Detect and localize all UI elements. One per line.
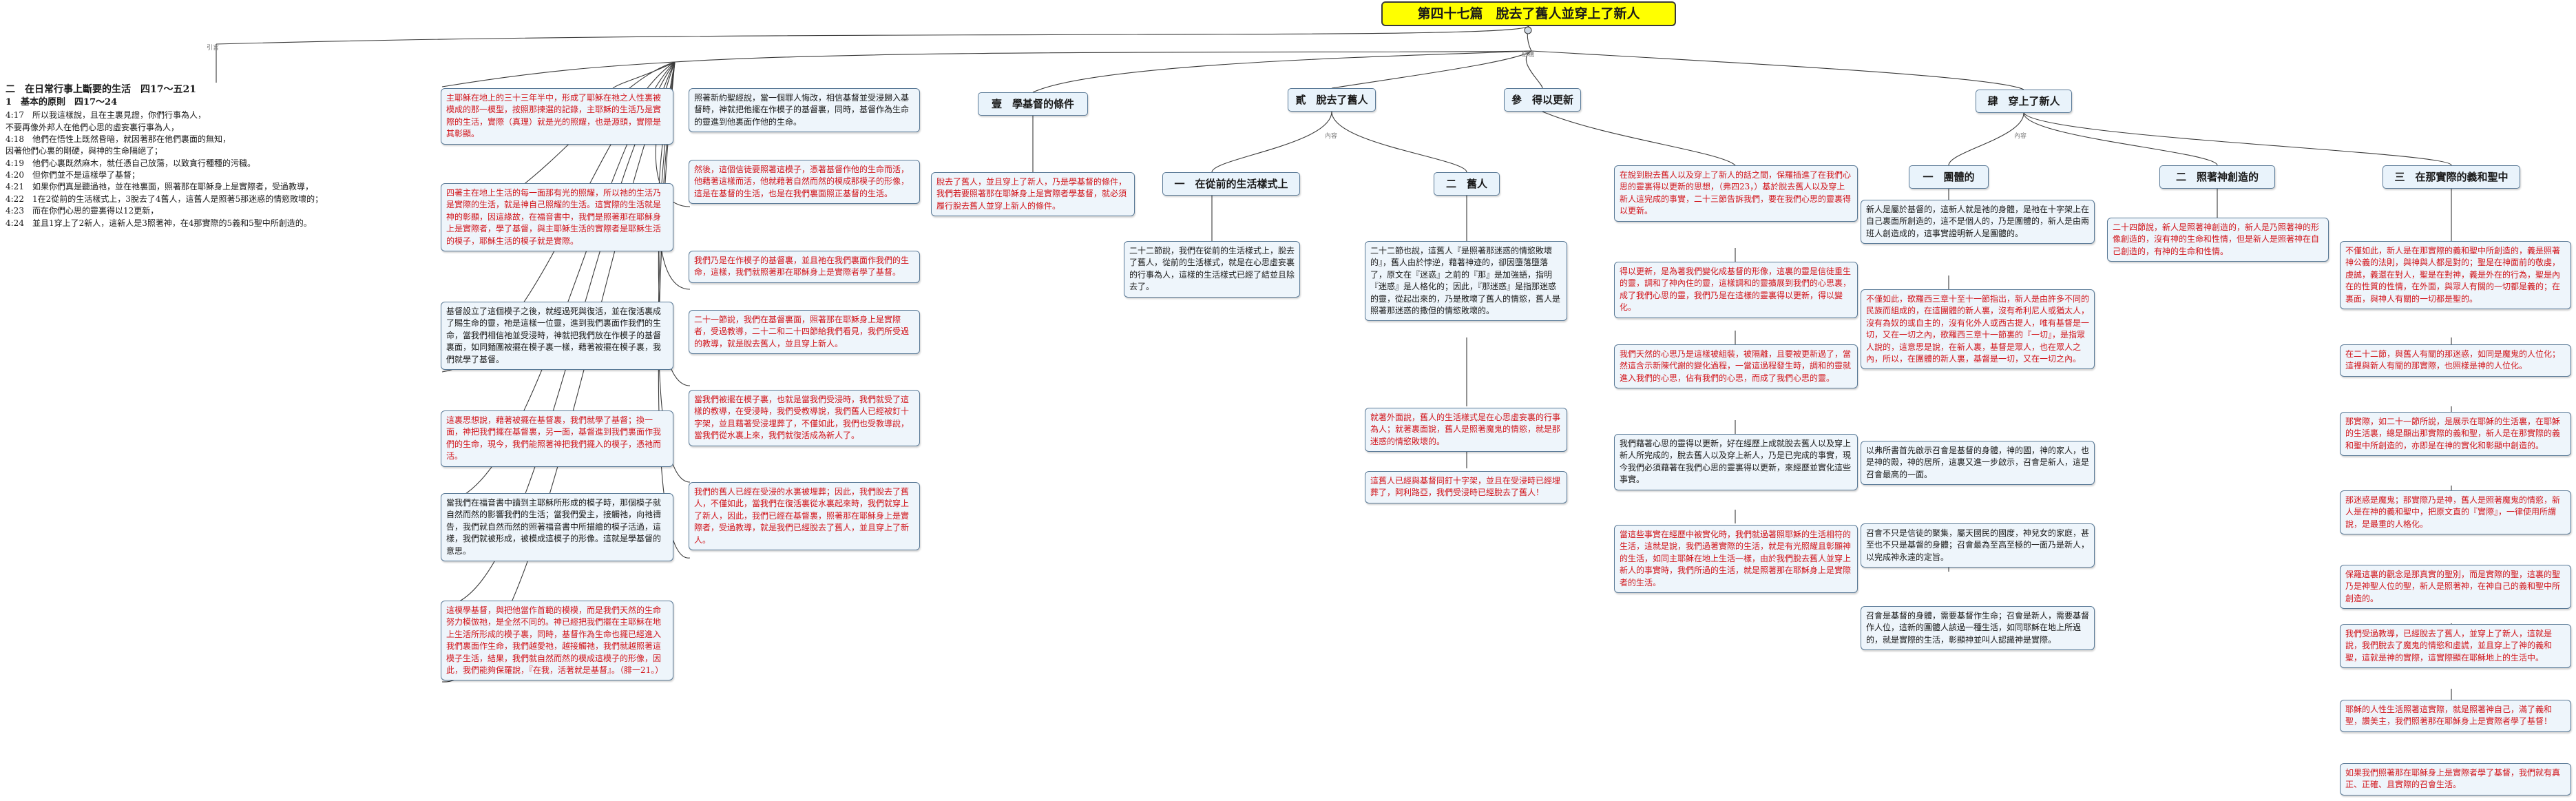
verse-line: 4:23 而在你們心思的靈裏得以12更新， [6,206,159,216]
note-text: 這模學基督，與把他當作首範的模模，而是我們天然的生命努力模倣祂，是全然不同的。神… [446,605,664,675]
note-text: 不僅如此，歌羅西三章十至十一節指出，新人是由許多不同的民族而組成的，在這團體的新… [1866,294,2090,364]
note-node[interactable]: 在二十二節，與舊人有關的那迷惑，如同是魔鬼的人位化；這裡與新人有關的那實際，也照… [2340,344,2571,377]
note-node[interactable]: 以弗所書首先啟示召會是基督的身體，神的國，神的家人，也是神的殿，神的居所，這裏又… [1861,441,2095,486]
note-node[interactable]: 不僅如此，歌羅西三章十至十一節指出，新人是由許多不同的民族而組成的，在這團體的新… [1861,289,2095,370]
note-node[interactable]: 二十四節說，新人是照著神創造的，新人是乃照著神的形像創造的，沒有神的生命和性情，… [2107,218,2329,262]
note-node[interactable]: 耶穌的人性生活照著這實際，就是照著神自己，滿了義和聖，讚美主，我們照著那在耶穌身… [2340,700,2571,732]
subsection-header[interactable]: 二 舊人 [1434,172,1500,196]
note-node[interactable]: 就著外面說，舊人的生活樣式是在心思虛妄裏的行事為人；就著裏面說，舊人是照著魔鬼的… [1365,408,1567,452]
verse-line: 4:18 他們在悟性上既然昏暗，就因著那在他們裏面的無知， [6,134,231,144]
branch-label-intro: 引言 [207,45,220,52]
subsection-header[interactable]: 二 照著神創造的 [2159,165,2275,189]
subsection-header[interactable]: 三 在那實際的義和聖中 [2383,165,2520,189]
note-text: 二十四節說，新人是照著神創造的，新人是乃照著神的形像創造的，沒有神的生命和性情，… [2113,222,2320,256]
verse-line: 4:19 他們心裏既然麻木，就任憑自己放蕩，以致貪行種種的污穢。 [6,158,255,168]
note-text: 我們乃是在作模子的基督裏，並且祂在我們裏面作我們的生命，這樣，我們就照著那在耶穌… [694,256,910,278]
note-node[interactable]: 這裏思想說，藉著被擺在基督裏，我們就學了基督；換一面，神把我們擺在基督裏，另一面… [441,410,673,467]
note-node[interactable]: 脫去了舊人，並且穿上了新人，乃是學基督的條件，我們若要照著那在耶穌身上是實際者學… [931,172,1135,217]
note-node[interactable]: 基督設立了這個模子之後，就經過死與復活，並在復活裏成了賜生命的靈，祂是這樣一位靈… [441,302,673,370]
section-header-1[interactable]: 壹 學基督的條件 [978,92,1088,116]
note-node[interactable]: 新人是屬於基督的，這新人就是祂的身體，是祂在十字架上在自己裏面所創造的，這不是個… [1861,200,2095,245]
verse-line: 4:17 所以我這樣說，且在主裏見證，你們行事為人， [6,110,206,121]
verse-line: 4:24 並且1穿上了2新人，這新人是3照著神，在4那實際的5義和5聖中所創造的… [6,218,312,228]
note-text: 得以更新，是為著我們變化成基督的形像，這裏的靈是信徒重生的靈，調和了神內住的靈，… [1620,267,1852,313]
branch-label-content-1: 內容 [1325,133,1338,140]
note-text: 二十二節說，我們在從前的生活樣式上，脫去了舊人，從前的生活樣式，就是在心思虛妄裏… [1129,246,1295,292]
subsection-header[interactable]: 一 在從前的生活樣式上 [1162,172,1300,196]
map-title: 第四十七篇 脫去了舊人並穿上了新人 [1381,1,1676,26]
note-node[interactable]: 我們乃是在作模子的基督裏，並且祂在我們裏面作我們的生命，這樣，我們就照著那在耶穌… [689,251,920,283]
note-text: 脫去了舊人，並且穿上了新人，乃是學基督的條件，我們若要照著那在耶穌身上是實際者學… [936,177,1127,211]
note-text: 當這些事實在經歷中被實化時，我們就過著照耶穌的生活相符的生活，這就是說，我們過著… [1620,530,1852,587]
branch-label-structure: 結構 [1522,52,1535,59]
note-node[interactable]: 那迷惑是魔鬼；那實際乃是神，舊人是照著魔鬼的情慾，新人是在神的義和聖中，把原文直… [2340,490,2571,535]
note-node[interactable]: 這模學基督，與把他當作首範的模模，而是我們天然的生命努力模倣祂，是全然不同的。神… [441,601,673,681]
note-node[interactable]: 如果我們照著那在耶穌身上是實際者學了基督，我們就有真正、正確、且實際的召會生活。 [2340,763,2571,795]
note-node[interactable]: 召會是基督的身體，需要基督作生命；召會是新人，需要基督作人位，這新的團體人該過一… [1861,606,2095,651]
note-node[interactable]: 我們的舊人已經在受浸的水裏被埋葬；因此，我們脫去了舊人，不僅如此，當我們在復活裏… [689,482,920,550]
note-node[interactable]: 照著新約聖經說，當一個罪人悔改，相信基督並受浸歸入基督時，神就把他擺在作模子的基… [689,88,920,133]
section-header-3[interactable]: 參 得以更新 [1504,88,1581,112]
note-text: 召會是基督的身體，需要基督作生命；召會是新人，需要基督作人位，這新的團體人該過一… [1866,611,2090,645]
note-node[interactable]: 召會不只是信徒的聚集，屬天國民的國度，神兒女的家庭，甚至也不只是基督的身體；召會… [1861,523,2095,568]
note-text: 二十一節說，我們在基督裏面，照著那在耶穌身上是實際者，受過教導，二十二和二十四節… [694,315,910,349]
outline-heading: 二 在日常行事上斷要的生活 四17～五21 [6,84,196,95]
note-text: 保羅這裏的觀念是那真實的聖別，而是實際的聖，這裏的聖乃是神聖人位的聖，新人是照著… [2345,570,2561,603]
note-text: 耶穌的人性生活照著這實際，就是照著神自己，滿了義和聖，讚美主，我們照著那在耶穌身… [2345,705,2553,727]
note-text: 基督設立了這個模子之後，就經過死與復活，並在復活裏成了賜生命的靈，祂是這樣一位靈… [446,306,662,364]
verse-line: 4:20 但你們並不是這樣學了基督； [6,170,140,180]
note-text: 二十二節也說，這舊人『是照著那迷惑的情慾敗壞的』，舊人由於悖逆，藉著神迹的，卻因… [1370,246,1561,315]
note-node[interactable]: 我們受過教導，已經脫去了舊人，並穿上了新人，這就是說，我們脫去了魔鬼的情慾和虛謊… [2340,624,2571,669]
note-node[interactable]: 二十二節也說，這舊人『是照著那迷惑的情慾敗壞的』，舊人由於悖逆，藉著神迹的，卻因… [1365,241,1567,322]
note-node[interactable]: 然後，這個信徒要照著這模子，憑著基督作他的生命而活，他藉著這樣而活，他就藉著自然… [689,160,920,205]
note-node[interactable]: 不僅如此，新人是在那實際的義和聖中所創造的，義是照著神公義的法則，與神與人都是對… [2340,241,2571,309]
note-text: 就著外面說，舊人的生活樣式是在心思虛妄裏的行事為人；就著裏面說，舊人是照著魔鬼的… [1370,413,1561,446]
note-node[interactable]: 當這些事實在經歷中被實化時，我們就過著照耶穌的生活相符的生活，這就是說，我們過著… [1614,525,1858,593]
note-node[interactable]: 主耶穌在地上的三十三年半中，形成了耶穌在祂之人性裏被模成的那一模型，按照那揀選的… [441,88,673,145]
note-text: 照著新約聖經說，當一個罪人悔改，相信基督並受浸歸入基督時，神就把他擺在作模子的基… [694,93,910,127]
verse-line: 不要再像外邦人在他們心思的虛妄裏行事為人， [6,122,180,132]
note-text: 以弗所書首先啟示召會是基督的身體，神的國，神的家人，也是神的殿，神的居所，這裏又… [1866,446,2090,479]
scripture-outline: 二 在日常行事上斷要的生活 四17～五21 1 基本的原則 四17～24 4:1… [6,83,432,229]
note-text: 這裏思想說，藉著被擺在基督裏，我們就學了基督；換一面，神把我們擺在基督裏，另一面… [446,415,662,461]
note-text: 新人是屬於基督的，這新人就是祂的身體，是祂在十字架上在自己裏面所創造的，這不是個… [1866,205,2090,238]
note-text: 然後，這個信徒要照著這模子，憑著基督作他的生命而活，他藉著這樣而活，他就藉著自然… [694,165,910,198]
note-node[interactable]: 在說到脫去舊人以及穿上了新人的話之間，保羅插進了在我們心思的靈裏得以更新的思想，… [1614,165,1858,222]
note-text: 當我們在福音書中讀到主耶穌所形成的模子時，那個模子就自然而然的影響我們的生活；當… [446,498,662,556]
section-header-2[interactable]: 貳 脫去了舊人 [1288,88,1376,112]
note-node[interactable]: 得以更新，是為著我們變化成基督的形像，這裏的靈是信徒重生的靈，調和了神內住的靈，… [1614,262,1858,318]
outline-subheading: 1 基本的原則 四17～24 [6,97,118,108]
note-text: 在說到脫去舊人以及穿上了新人的話之間，保羅插進了在我們心思的靈裏得以更新的思想，… [1620,170,1852,216]
note-text: 這舊人已經與基督同釘十字架，並且在受浸時已經埋葬了，阿利路亞，我們受浸時已經脫去… [1370,476,1561,498]
note-text: 我們受過教導，已經脫去了舊人，並穿上了新人，這就是說，我們脫去了魔鬼的情慾和虛謊… [2345,629,2553,663]
note-node[interactable]: 當我們在福音書中讀到主耶穌所形成的模子時，那個模子就自然而然的影響我們的生活；當… [441,493,673,561]
note-text: 四著主在地上生活的每一面那有光的照耀，所以祂的生活乃是實際的生活，就是神自己照耀… [446,188,662,246]
subsection-header[interactable]: 一 團體的 [1909,165,1989,189]
verse-line: 因著他們心裏的剛硬，與神的生命隔絕了； [6,146,163,156]
note-text: 如果我們照著那在耶穌身上是實際者學了基督，我們就有真正、正確、且實際的召會生活。 [2345,768,2561,790]
note-text: 我們的舊人已經在受浸的水裏被埋葬；因此，我們脫去了舊人，不僅如此，當我們在復活裏… [694,487,910,545]
verse-line: 4:22 1在2從前的生活樣式上，3脫去了4舊人，這舊人是照著5那迷惑的情慾敗壞… [6,194,324,204]
note-node[interactable]: 二十二節說，我們在從前的生活樣式上，脫去了舊人，從前的生活樣式，就是在心思虛妄裏… [1124,241,1300,298]
note-text: 那迷惑是魔鬼；那實際乃是神，舊人是照著魔鬼的情慾，新人是在神的義和聖中，把原文直… [2345,495,2561,529]
note-text: 當我們被擺在模子裏，也就是當我們受浸時，我們就受了這樣的教導，在受浸時，我們受教… [694,395,910,441]
note-node[interactable]: 四著主在地上生活的每一面那有光的照耀，所以祂的生活乃是實際的生活，就是神自己照耀… [441,183,673,251]
note-node[interactable]: 這舊人已經與基督同釘十字架，並且在受浸時已經埋葬了，阿利路亞，我們受浸時已經脫去… [1365,471,1567,503]
note-node[interactable]: 我們藉著心思的靈得以更新，好在經歷上成就脫去舊人以及穿上新人所完成的，脫去舊人以… [1614,434,1858,490]
note-node[interactable]: 保羅這裏的觀念是那真實的聖別，而是實際的聖，這裏的聖乃是神聖人位的聖，新人是照著… [2340,565,2571,610]
note-node[interactable]: 我們天然的心思乃是這樣被組裝，被隔離，且要被更新過了，當然這含示新陳代謝的變化過… [1614,344,1858,389]
branch-label-content-2: 內容 [2014,133,2027,140]
verse-line: 4:21 如果你們真是聽過祂，並在祂裏面，照著那在耶穌身上是實際者，受過教導， [6,182,313,192]
note-text: 我們天然的心思乃是這樣被組裝，被隔離，且要被更新過了，當然這含示新陳代謝的變化過… [1620,349,1852,383]
note-text: 召會不只是信徒的聚集，屬天國民的國度，神兒女的家庭，甚至也不只是基督的身體；召會… [1866,528,2090,562]
note-node[interactable]: 當我們被擺在模子裏，也就是當我們受浸時，我們就受了這樣的教導，在受浸時，我們受教… [689,390,920,446]
note-node[interactable]: 二十一節說，我們在基督裏面，照著那在耶穌身上是實際者，受過教導，二十二和二十四節… [689,310,920,355]
note-text: 不僅如此，新人是在那實際的義和聖中所創造的，義是照著神公義的法則，與神與人都是對… [2345,246,2561,304]
section-header-4[interactable]: 肆 穿上了新人 [1976,90,2072,113]
note-text: 主耶穌在地上的三十三年半中，形成了耶穌在祂之人性裏被模成的那一模型，按照那揀選的… [446,93,662,139]
note-node[interactable]: 那實際，如二十一節所說，是展示在耶穌的生活裏，在耶穌的生活裏，總是顯出那實際的義… [2340,412,2571,457]
note-text: 在二十二節，與舊人有關的那迷惑，如同是魔鬼的人位化；這裡與新人有關的那實際，也照… [2345,349,2561,371]
note-text: 我們藉著心思的靈得以更新，好在經歷上成就脫去舊人以及穿上新人所完成的，脫去舊人以… [1620,439,1852,485]
note-text: 那實際，如二十一節所說，是展示在耶穌的生活裏，在耶穌的生活裏，總是顯出那實際的義… [2345,417,2561,450]
